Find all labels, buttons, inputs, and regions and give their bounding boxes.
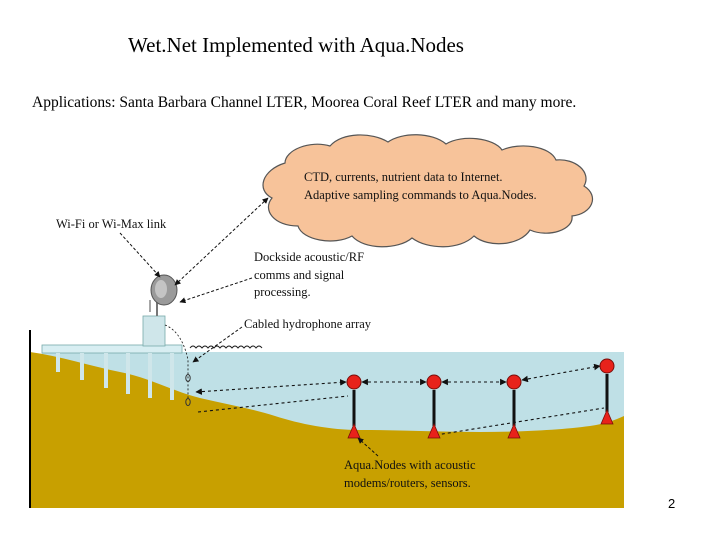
hydrophone-cable: [164, 324, 189, 400]
wifi-link-label: Wi-Fi or Wi-Max link: [56, 217, 167, 231]
slide-number: 2: [668, 496, 676, 511]
dockside-label-line3: processing.: [254, 285, 311, 299]
aquanodes-label-line1: Aqua.Nodes with acoustic: [344, 458, 476, 472]
dockside-label-line2: comms and signal: [254, 268, 345, 282]
slide-title: Wet.Net Implemented with Aqua.Nodes: [128, 33, 464, 57]
seabed: [30, 352, 624, 508]
aquanodes-label-line2: modems/routers, sensors.: [344, 476, 471, 490]
cloud-text-line2: Adaptive sampling commands to Aqua.Nodes…: [304, 188, 537, 202]
aquanode-2: [426, 374, 442, 439]
dock-shed: [142, 315, 166, 347]
dockside-label-line1: Dockside acoustic/RF: [254, 250, 364, 264]
hydrophone-arrow: [192, 326, 243, 363]
aquanode-1: [346, 374, 362, 439]
pier: [41, 344, 183, 400]
applications-text: Applications: Santa Barbara Channel LTER…: [32, 94, 577, 111]
cloud-to-antenna-arrow: [174, 197, 269, 286]
hydrophone-icon: [185, 374, 191, 406]
surface-waves: [189, 345, 263, 349]
dockside-arrow: [179, 277, 253, 304]
aquanode-3: [506, 374, 522, 439]
aquanodes-arrow: [357, 437, 379, 457]
aquanode-4: [599, 358, 615, 425]
cloud-text-line1: CTD, currents, nutrient data to Internet…: [304, 170, 503, 184]
acoustic-links: [195, 363, 605, 437]
hydrophone-array-label: Cabled hydrophone array: [244, 317, 372, 331]
antenna-icon: [149, 274, 178, 316]
wifi-arrow: [119, 232, 161, 278]
data-cloud: [262, 134, 594, 248]
